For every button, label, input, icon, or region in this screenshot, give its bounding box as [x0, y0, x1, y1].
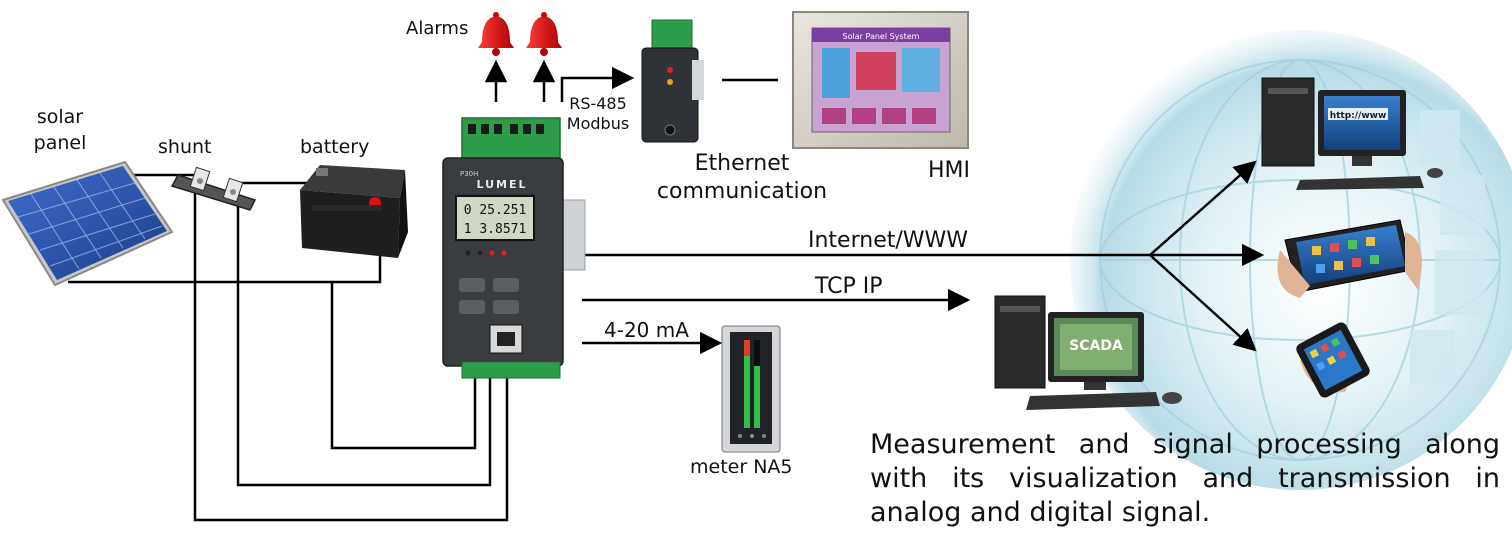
- meter-na5-icon: [721, 325, 781, 453]
- desktop-computer-icon: [1261, 77, 1443, 190]
- solar-panel-label: solar panel: [33, 106, 87, 154]
- display-line-2: 1 3.8571: [464, 222, 527, 237]
- display-line-1: 0 25.251: [464, 203, 527, 218]
- diagram-caption: Measurement and signal processing along …: [870, 429, 1500, 528]
- battery-icon: [300, 165, 408, 258]
- scada-label: SCADA: [1069, 338, 1123, 354]
- alarm-bell-icon: [526, 12, 562, 56]
- tablet-icon: [1277, 219, 1422, 298]
- smartphone-icon: [1296, 322, 1370, 398]
- device-model: P30H: [460, 170, 478, 178]
- rs485-converter-device: [641, 19, 704, 143]
- hmi-label: HMI: [928, 158, 971, 183]
- battery-label: battery: [300, 136, 370, 158]
- ethernet-communication-label: Ethernet communication: [656, 151, 828, 204]
- scada-computer-icon: [994, 295, 1182, 410]
- hmi-panel-icon: [792, 11, 969, 149]
- alarms-label: Alarms: [406, 18, 469, 39]
- rs485-modbus-label: RS-485 Modbus: [566, 94, 630, 133]
- lumel-transducer-device: [442, 117, 586, 379]
- browser-url: http://www: [1330, 111, 1387, 121]
- meter-na5-label: meter NA5: [690, 456, 793, 478]
- shunt-label: shunt: [158, 136, 212, 158]
- current-loop-label: 4-20 mA: [604, 318, 689, 342]
- solar-panel-icon: [1, 160, 174, 287]
- hmi-screen-title: Solar Panel System: [843, 32, 920, 41]
- tcp-ip-label: TCP IP: [815, 274, 883, 299]
- device-brand: LUMEL: [476, 178, 527, 191]
- signal-arrows: [484, 59, 1265, 355]
- shunt-icon: [170, 166, 257, 211]
- internet-www-label: Internet/WWW: [808, 228, 969, 253]
- alarm-bell-icon: [478, 12, 514, 56]
